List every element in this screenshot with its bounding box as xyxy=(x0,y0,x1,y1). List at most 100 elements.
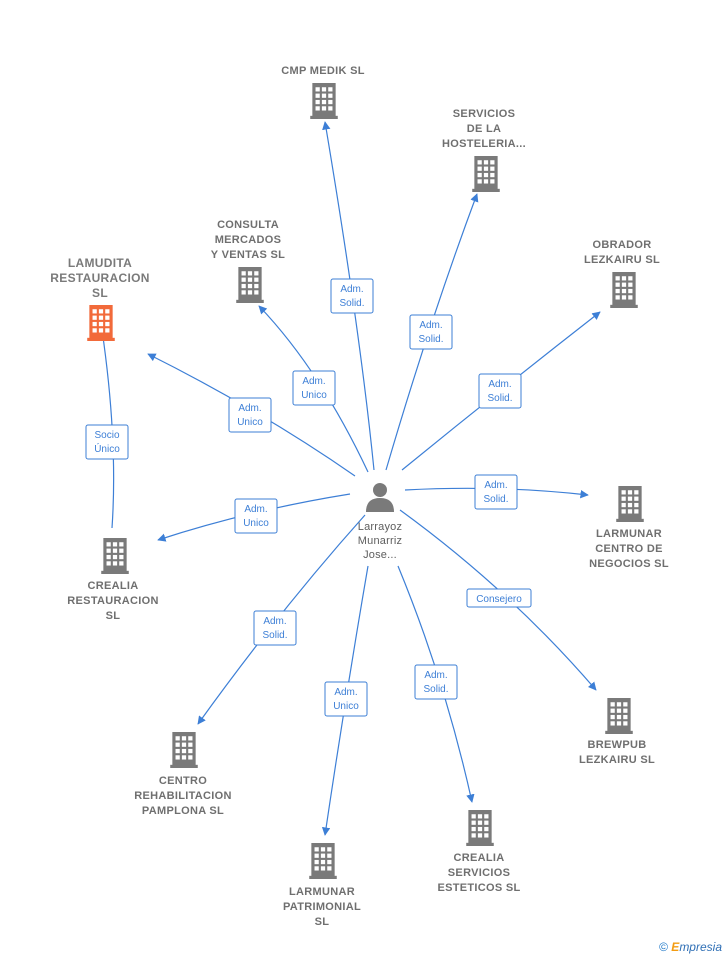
edge-label-line: Adm. xyxy=(484,480,507,491)
edge-label-e-larmunar-p[interactable]: Adm. Unico xyxy=(324,681,368,717)
edge-label-line: Adm. xyxy=(334,687,357,698)
company-label-line: CONSULTA xyxy=(217,219,279,231)
edge-label-box xyxy=(253,610,297,646)
company-label-line: SL xyxy=(315,916,330,928)
company-label-line: SL xyxy=(92,286,108,300)
edge-label-e-centro[interactable]: Adm. Solid. xyxy=(253,610,297,646)
edge-label-line: Adm. xyxy=(238,403,261,414)
edge-label-line: Solid. xyxy=(487,393,512,404)
edge-label-box xyxy=(474,474,518,510)
company-label-line: OBRADOR xyxy=(593,239,652,251)
edge-label-line: Solid. xyxy=(423,684,448,695)
edge-label-line: Adm. xyxy=(302,376,325,387)
edge-label-line: Consejero xyxy=(476,594,522,605)
company-label-line: BREWPUB xyxy=(588,739,647,751)
edge-label-box xyxy=(228,397,272,433)
company-label-larmunar_cn[interactable]: LARMUNAR CENTRO DE NEGOCIOS SL xyxy=(589,528,669,570)
edge-label-line: Adm. xyxy=(340,284,363,295)
building-icon[interactable] xyxy=(466,810,494,846)
edge-label-line: Único xyxy=(94,442,120,455)
edge-label-e-crealia-r[interactable]: Adm.Unico xyxy=(234,498,278,534)
edge-label-text: Adm. Solid. xyxy=(339,284,364,309)
company-label-line: LAMUDITA xyxy=(68,256,132,270)
building-icon[interactable] xyxy=(605,698,633,734)
company-label-line: CENTRO xyxy=(159,775,207,787)
edge-label-text: Adm. Unico xyxy=(333,687,359,712)
person-label-line: Jose... xyxy=(363,549,397,561)
company-label-cmp[interactable]: CMP MEDIK SL xyxy=(281,65,364,77)
edge-label-line: Socio xyxy=(94,430,119,441)
company-label-line: LEZKAIRU SL xyxy=(584,254,660,266)
edge-label-line: Adm. xyxy=(263,616,286,627)
building-icon[interactable] xyxy=(236,267,264,303)
edge-label-box xyxy=(85,424,129,460)
edge-label-e-cmp[interactable]: Adm. Solid. xyxy=(330,278,374,314)
company-label-line: LEZKAIRU SL xyxy=(579,754,655,766)
edge-label-box xyxy=(234,498,278,534)
edge-label-line: Solid. xyxy=(339,298,364,309)
edge-label-e-consulta[interactable]: Adm.Unico xyxy=(292,370,336,406)
building-icon[interactable] xyxy=(616,486,644,522)
company-label-line: PATRIMONIAL xyxy=(283,901,361,913)
company-label-line: RESTAURACION xyxy=(50,271,149,285)
company-label-obrador[interactable]: OBRADOR LEZKAIRU SL xyxy=(584,239,660,266)
company-label-line: NEGOCIOS SL xyxy=(589,558,669,570)
brand-logo-letter: E xyxy=(671,940,680,954)
company-label-line: Y VENTAS SL xyxy=(211,249,285,261)
company-label-line: SL xyxy=(106,610,121,622)
company-label-brewpub[interactable]: BREWPUB LEZKAIRU SL xyxy=(579,739,655,766)
building-icon[interactable] xyxy=(87,305,115,341)
edge-label-box xyxy=(466,588,532,608)
company-label-line: RESTAURACION xyxy=(67,595,158,607)
company-label-line: CENTRO DE xyxy=(595,543,662,555)
company-label-line: SERVICIOS xyxy=(453,108,515,120)
edge-label-box xyxy=(409,314,453,350)
building-icon[interactable] xyxy=(610,272,638,308)
building-icon[interactable] xyxy=(472,156,500,192)
edge-label-text: Adm.Solid. xyxy=(418,320,443,345)
edge-label-text: Adm. Unico xyxy=(237,403,263,428)
company-label-line: LARMUNAR xyxy=(289,886,355,898)
edge-label-line: Unico xyxy=(333,701,359,712)
building-icon[interactable] xyxy=(101,538,129,574)
copyright-footer: © Empresia xyxy=(659,940,722,954)
edge-label-line: Solid. xyxy=(262,630,287,641)
edge-label-box xyxy=(414,664,458,700)
person-icon[interactable] xyxy=(366,483,394,512)
company-label-larmunar_p[interactable]: LARMUNAR PATRIMONIAL SL xyxy=(283,886,361,928)
company-label-line: SERVICIOS xyxy=(448,867,510,879)
company-label-consulta[interactable]: CONSULTA MERCADOS Y VENTAS SL xyxy=(211,219,285,261)
building-icon[interactable] xyxy=(309,843,337,879)
building-icon[interactable] xyxy=(170,732,198,768)
edge-label-e-larmunar-cn[interactable]: Adm.Solid. xyxy=(474,474,518,510)
edge-label-box xyxy=(478,373,522,409)
edge-label-e-obrador[interactable]: Adm.Solid. xyxy=(478,373,522,409)
building-icon[interactable] xyxy=(310,83,338,119)
edge-label-line: Adm. xyxy=(244,504,267,515)
edge-label-line: Unico xyxy=(237,417,263,428)
company-label-line: ESTETICOS SL xyxy=(437,882,520,894)
edge-label-box xyxy=(330,278,374,314)
copyright-icon: © xyxy=(659,940,668,954)
edge-label-box xyxy=(292,370,336,406)
edge-label-e-servicios[interactable]: Adm.Solid. xyxy=(409,314,453,350)
edge-label-text: Adm. Solid. xyxy=(262,616,287,641)
edge-label-text: Consejero xyxy=(476,594,522,605)
company-label-line: REHABILITACION xyxy=(134,790,232,802)
edge-label-e-lamudita[interactable]: Adm. Unico xyxy=(228,397,272,433)
edge-label-text: Adm.Unico xyxy=(243,504,269,529)
company-label-line: LARMUNAR xyxy=(596,528,662,540)
company-label-line: MERCADOS xyxy=(215,234,282,246)
edge-label-e-brewpub[interactable]: Consejero xyxy=(466,588,532,608)
edge-label-e-crealia-s[interactable]: Adm.Solid. xyxy=(414,664,458,700)
brand-name: mpresia xyxy=(679,940,722,954)
